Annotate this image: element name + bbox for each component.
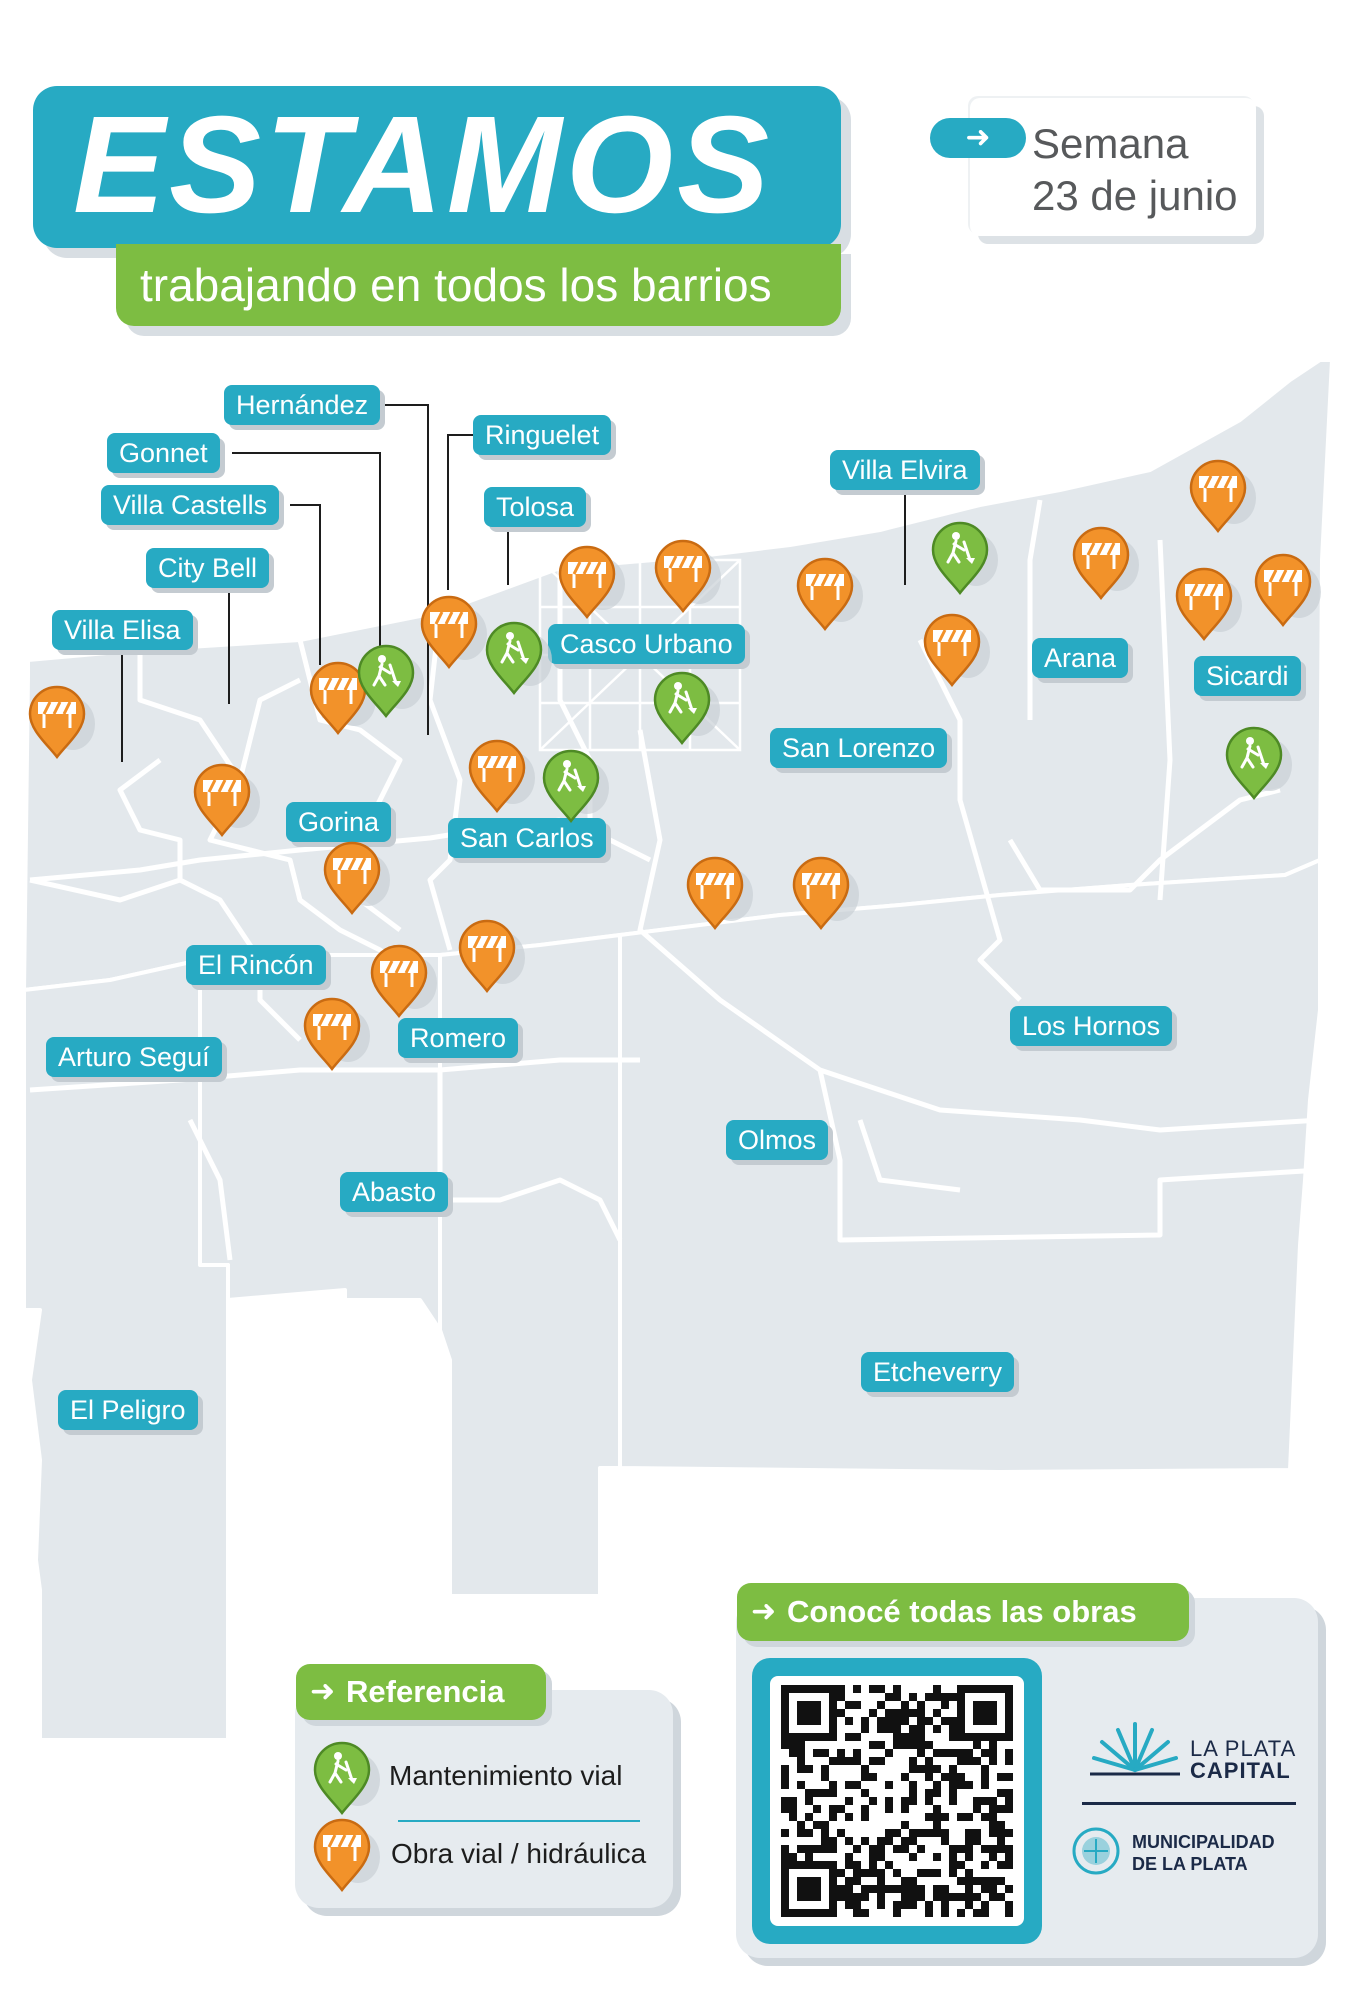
label-ringuelet: Ringuelet bbox=[473, 415, 612, 455]
worker-shovel-icon[interactable] bbox=[354, 643, 424, 719]
label-gonnet: Gonnet bbox=[107, 433, 220, 473]
road-barrier-icon[interactable] bbox=[651, 538, 721, 614]
worker-shovel-icon[interactable] bbox=[482, 620, 552, 696]
road-barrier-icon[interactable] bbox=[789, 855, 859, 931]
week-card: ➜ Semana 23 de junio bbox=[930, 98, 1256, 236]
road-barrier-icon[interactable] bbox=[25, 684, 95, 760]
road-barrier-icon[interactable] bbox=[1069, 525, 1139, 601]
label-tolosa: Tolosa bbox=[484, 487, 587, 527]
label-romero: Romero bbox=[398, 1018, 519, 1058]
qr-title: Conocé todas las obras bbox=[787, 1594, 1137, 1629]
label-city-bell: City Bell bbox=[146, 548, 270, 588]
road-barrier-icon[interactable] bbox=[1186, 458, 1256, 534]
logo-muni-prefix: DE bbox=[1132, 1854, 1163, 1874]
label-hernandez: Hernández bbox=[224, 385, 381, 425]
worker-shovel-icon bbox=[310, 1740, 380, 1816]
label-abasto: Abasto bbox=[340, 1172, 449, 1212]
subtitle-banner: trabajando en todos los barrios bbox=[116, 244, 841, 326]
qr-code-icon[interactable] bbox=[770, 1676, 1024, 1926]
legend-title-tag: ➜ Referencia bbox=[296, 1664, 546, 1720]
legend-divider bbox=[398, 1820, 640, 1822]
label-sicardi: Sicardi bbox=[1194, 656, 1301, 696]
municipal-seal-icon bbox=[1072, 1827, 1120, 1875]
label-gorina: Gorina bbox=[286, 802, 392, 842]
sunburst-logo-icon bbox=[1090, 1722, 1180, 1776]
label-san-carlos: San Carlos bbox=[448, 818, 606, 858]
road-barrier-icon[interactable] bbox=[683, 855, 753, 931]
label-los-hornos: Los Hornos bbox=[1010, 1006, 1173, 1046]
legend-maintenance-label: Mantenimiento vial bbox=[389, 1760, 623, 1791]
week-text: Semana 23 de junio bbox=[1032, 118, 1238, 222]
region-central-south bbox=[438, 933, 622, 1598]
road-barrier-icon[interactable] bbox=[1251, 552, 1321, 628]
leader-ringuelet bbox=[447, 434, 473, 590]
qr-code-frame[interactable] bbox=[752, 1658, 1042, 1944]
label-olmos: Olmos bbox=[726, 1120, 829, 1160]
week-date: 23 de junio bbox=[1032, 172, 1238, 219]
road-barrier-icon[interactable] bbox=[1172, 566, 1242, 642]
label-villa-elvira: Villa Elvira bbox=[830, 450, 980, 490]
road-barrier-icon[interactable] bbox=[367, 943, 437, 1019]
arrow-right-icon: ➜ bbox=[930, 118, 1026, 158]
label-san-lorenzo: San Lorenzo bbox=[770, 728, 948, 768]
legend-works-label: Obra vial / hidráulica bbox=[391, 1838, 647, 1869]
worker-shovel-icon[interactable] bbox=[539, 748, 609, 824]
leader-villa-castells bbox=[290, 504, 321, 665]
road-barrier-icon bbox=[310, 1817, 380, 1893]
logo-city-line2: CAPITAL bbox=[1190, 1758, 1291, 1783]
label-arana: Arana bbox=[1032, 638, 1129, 678]
road-barrier-icon[interactable] bbox=[920, 612, 990, 688]
worker-shovel-icon[interactable] bbox=[928, 520, 998, 596]
label-el-peligro: El Peligro bbox=[58, 1390, 198, 1430]
road-barrier-icon[interactable] bbox=[793, 556, 863, 632]
arrow-right-icon: ➜ bbox=[751, 1595, 777, 1628]
arrow-right-icon: ➜ bbox=[310, 1675, 336, 1708]
worker-shovel-icon[interactable] bbox=[1222, 725, 1292, 801]
road-barrier-icon[interactable] bbox=[465, 738, 535, 814]
logo-muni-line1: MUNICIPALIDAD bbox=[1132, 1832, 1275, 1852]
leader-gonnet bbox=[232, 452, 381, 660]
week-label: Semana bbox=[1032, 120, 1189, 167]
logo-city-line1: LA PLATA bbox=[1190, 1736, 1297, 1761]
label-casco-urbano: Casco Urbano bbox=[548, 624, 745, 664]
logo-divider bbox=[1082, 1802, 1296, 1805]
label-villa-castells: Villa Castells bbox=[101, 485, 280, 525]
label-arturo-segui: Arturo Seguí bbox=[46, 1037, 222, 1077]
worker-shovel-icon[interactable] bbox=[650, 670, 720, 746]
page-title: ESTAMOS bbox=[73, 88, 774, 242]
road-barrier-icon[interactable] bbox=[417, 594, 487, 670]
road-barrier-icon[interactable] bbox=[320, 840, 390, 916]
legend-title: Referencia bbox=[346, 1674, 505, 1709]
road-barrier-icon[interactable] bbox=[555, 544, 625, 620]
road-barrier-icon[interactable] bbox=[300, 996, 370, 1072]
road-barrier-icon[interactable] bbox=[190, 762, 260, 838]
label-el-rincon: El Rincón bbox=[186, 945, 326, 985]
logo-muni-line2: DE LA PLATA bbox=[1132, 1854, 1248, 1875]
label-etcheverry: Etcheverry bbox=[861, 1352, 1015, 1392]
region-west-south bbox=[22, 958, 230, 1742]
label-villa-elisa: Villa Elisa bbox=[52, 610, 193, 650]
logo-muni-bold: LA PLATA bbox=[1162, 1854, 1248, 1874]
qr-title-tag: ➜ Conocé todas las obras bbox=[737, 1583, 1189, 1641]
title-banner: ESTAMOS bbox=[33, 86, 841, 248]
page-subtitle: trabajando en todos los barrios bbox=[140, 259, 772, 311]
road-barrier-icon[interactable] bbox=[455, 918, 525, 994]
